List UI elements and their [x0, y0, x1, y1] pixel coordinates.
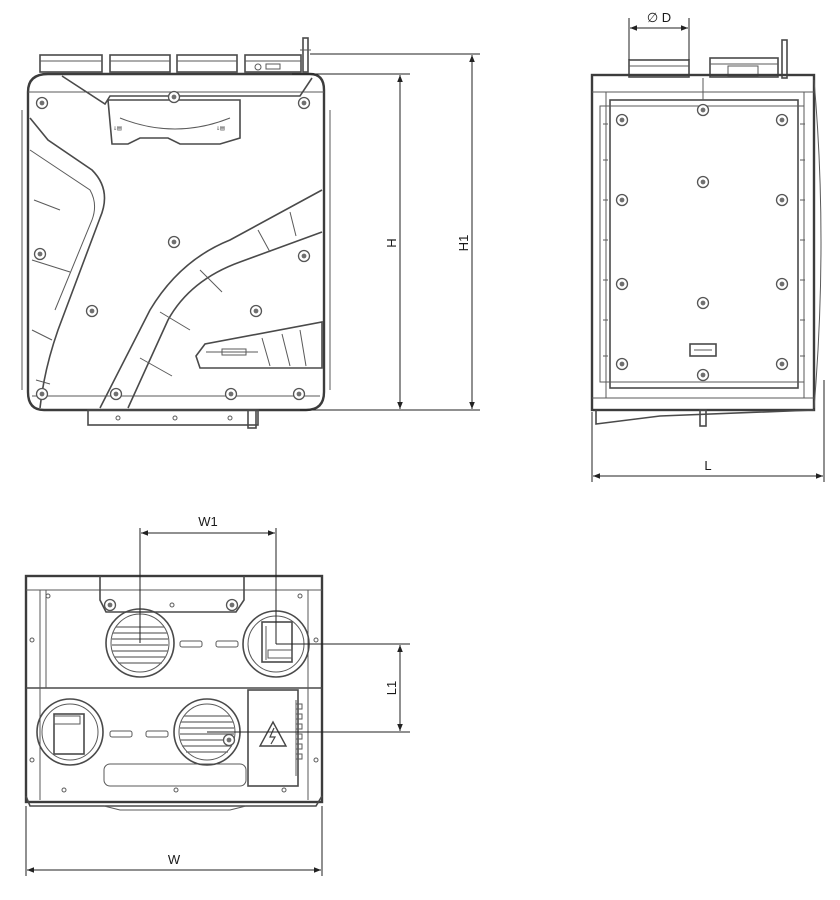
- side-dimensions: ∅ D L: [591, 10, 825, 482]
- svg-text:⇓▤: ⇓▤: [113, 124, 121, 132]
- bottom-spigot-filter-2: [36, 698, 104, 766]
- electrical-panel: [247, 689, 303, 787]
- dim-label-L: L: [704, 458, 711, 473]
- dim-label-W1: W1: [198, 514, 218, 529]
- svg-text:⇓▤: ⇓▤: [216, 124, 224, 132]
- side-bolts: [615, 103, 789, 382]
- dim-label-L1: L1: [384, 681, 399, 695]
- dim-label-W: W: [168, 852, 181, 867]
- bottom-bolts: [29, 593, 319, 793]
- front-bolts: [33, 90, 311, 401]
- front-view: ⇓▤ ⇓▤: [21, 37, 331, 429]
- front-dimensions: H H1: [292, 53, 480, 411]
- dim-label-D: ∅ D: [647, 10, 671, 25]
- high-voltage-warning-icon: [258, 720, 288, 747]
- dim-label-H1: H1: [456, 235, 471, 252]
- side-view: [590, 39, 822, 427]
- front-top-spigots: [39, 37, 311, 73]
- bottom-dimensions: W1 L1 W: [25, 514, 410, 876]
- bottom-view: [24, 574, 324, 811]
- dim-label-H: H: [384, 238, 399, 247]
